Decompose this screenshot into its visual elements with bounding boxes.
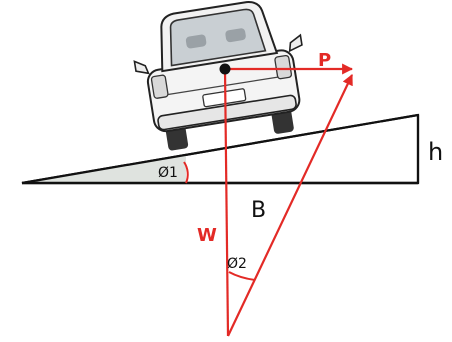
label-b: B [251,198,266,223]
incline-wedge [21,113,420,185]
label-angle-2: Ø2 [227,256,247,272]
left-tail-light [150,74,169,99]
car-rear-view-icon [133,1,303,151]
rear-window [169,8,267,67]
force-vectors [219,63,354,337]
weight-w-line [223,68,230,337]
headrest-left [185,34,207,49]
label-w: W [197,225,217,246]
left-mirror [133,60,150,75]
slope-line [21,113,419,185]
center-of-mass-dot-icon [219,63,231,75]
right-mirror [288,33,303,53]
resultant-arrow [227,74,353,337]
headrest-right [225,28,246,43]
angle-1-arc [183,161,189,184]
label-h: h [428,138,443,166]
label-angle-1: Ø1 [158,165,178,181]
label-p: P [318,50,331,71]
trunk-seam [167,76,279,96]
right-tail-light [274,54,293,80]
angle-2-arc [228,271,256,281]
